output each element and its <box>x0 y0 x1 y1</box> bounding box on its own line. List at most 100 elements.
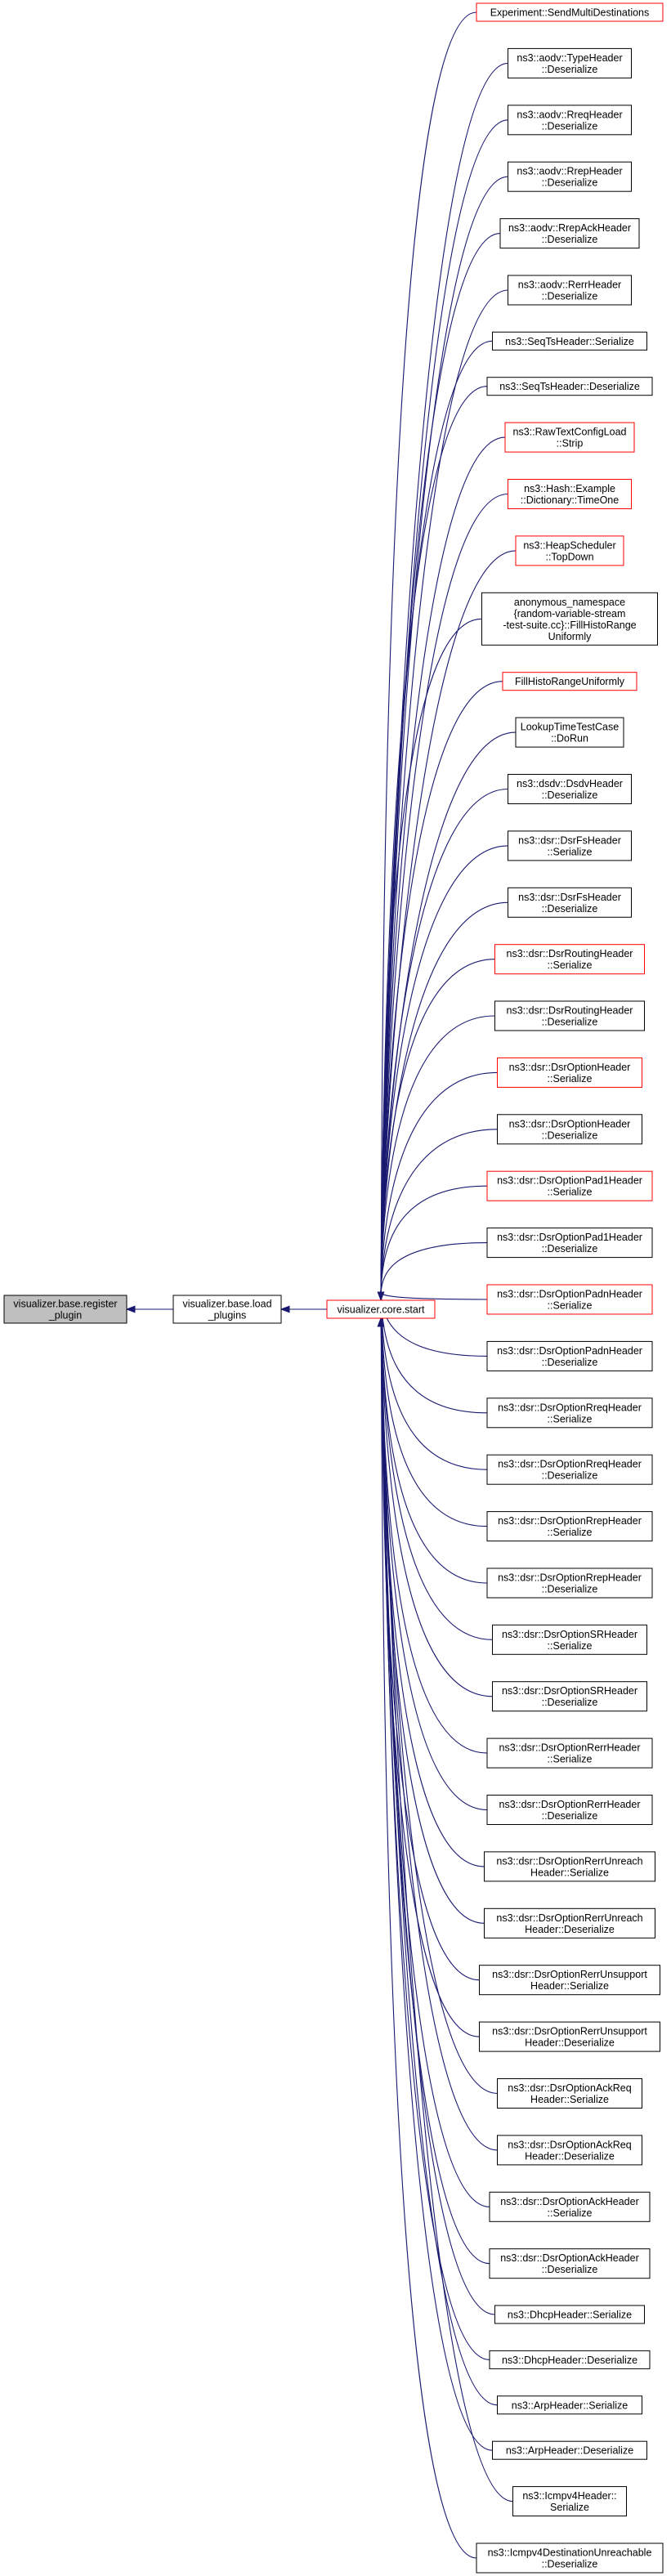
node-visualizer-base-register-plugin[interactable]: visualizer.base.register_plugin <box>3 1295 127 1324</box>
node-ns3-rawtextconfigload-strip[interactable]: ns3::RawTextConfigLoad::Strip <box>504 422 635 453</box>
node-ns3-dsr-dsrroutingheader-serialize-box[interactable] <box>494 944 645 975</box>
node-visualizer-base-load-plugins-box[interactable] <box>172 1295 282 1324</box>
node-ns3-dsr-dsrroutingheader-serialize[interactable]: ns3::dsr::DsrRoutingHeader::Serialize <box>494 944 645 975</box>
node-lookuptimetestcase-dorun[interactable]: LookupTimeTestCase::DoRun <box>515 717 624 748</box>
node-ns3-arpheader-deserialize[interactable]: ns3::ArpHeader::Deserialize <box>492 2440 647 2460</box>
node-visualizer-core-start-box[interactable] <box>326 1299 436 1319</box>
node-ns3-dsr-dsroptionpadnheader-serialize[interactable]: ns3::dsr::DsrOptionPadnHeader::Serialize <box>486 1284 653 1315</box>
node-ns3-aodv-rreqheader-deserialize-box[interactable] <box>508 105 632 136</box>
node-ns3-dsr-dsroptionrerrunreachheader-serialize-box[interactable] <box>484 1851 655 1882</box>
node-ns3-aodv-typeheader-deserialize-box[interactable] <box>508 47 632 78</box>
node-ns3-heapscheduler-topdown[interactable]: ns3::HeapScheduler::TopDown <box>515 535 624 566</box>
node-ns3-dsr-dsroptionrerrunreachheader-deserialize[interactable]: ns3::dsr::DsrOptionRerrUnreachHeader::De… <box>484 1907 655 1939</box>
node-ns3-dsr-dsroptionackreqheader-deserialize[interactable]: ns3::dsr::DsrOptionAckReqHeader::Deseria… <box>497 2135 642 2166</box>
node-ns3-seqtsheader-serialize[interactable]: ns3::SeqTsHeader::Serialize <box>492 331 647 351</box>
node-ns3-dsr-dsroptionsrheader-deserialize-box[interactable] <box>492 1681 647 1712</box>
node-ns3-dsr-dsrfsheader-deserialize-box[interactable] <box>508 887 632 918</box>
node-ns3-dsr-dsrfsheader-serialize[interactable]: ns3::dsr::DsrFsHeader::Serialize <box>508 830 632 861</box>
node-ns3-dsr-dsroptionpadnheader-serialize-box[interactable] <box>486 1284 653 1315</box>
node-ns3-dsr-dsroptionackreqheader-serialize-box[interactable] <box>497 2078 642 2109</box>
node-ns3-aodv-typeheader-deserialize[interactable]: ns3::aodv::TypeHeader::Deserialize <box>508 47 632 78</box>
node-ns3-aodv-rreqheader-deserialize[interactable]: ns3::aodv::RreqHeader::Deserialize <box>508 105 632 136</box>
node-ns3-dsr-dsrroutingheader-deserialize-box[interactable] <box>494 1000 645 1031</box>
node-ns3-dsr-dsrfsheader-serialize-box[interactable] <box>508 830 632 861</box>
node-visualizer-core-start[interactable]: visualizer.core.start <box>326 1299 436 1319</box>
node-ns3-aodv-rrepheader-deserialize[interactable]: ns3::aodv::RrepHeader::Deserialize <box>508 161 632 192</box>
node-ns3-dsr-dsrfsheader-deserialize[interactable]: ns3::dsr::DsrFsHeader::Deserialize <box>508 887 632 918</box>
node-ns3-dsr-dsrroutingheader-deserialize[interactable]: ns3::dsr::DsrRoutingHeader::Deserialize <box>494 1000 645 1031</box>
node-ns3-dsr-dsroptionrerrunsupportheader-serialize-box[interactable] <box>479 1965 660 1996</box>
node-visualizer-base-register-plugin-box[interactable] <box>3 1295 127 1324</box>
node-ns3-hash-example-dictionary-timeone[interactable]: ns3::Hash::Example::Dictionary::TimeOne <box>508 479 632 509</box>
node-ns3-dsr-dsroptionrerrunreachheader-serialize[interactable]: ns3::dsr::DsrOptionRerrUnreachHeader::Se… <box>484 1851 655 1882</box>
node-ns3-dsr-dsroptionrerrunsupportheader-deserialize[interactable]: ns3::dsr::DsrOptionRerrUnsupportHeader::… <box>479 2021 660 2052</box>
node-ns3-seqtsheader-deserialize-box[interactable] <box>486 377 653 396</box>
node-ns3-icmpv4destinationunreachable-deserialize[interactable]: ns3::Icmpv4DestinationUnreachable::Deser… <box>476 2542 664 2574</box>
node-ns3-dsr-dsroptionackheader-serialize-box[interactable] <box>489 2191 651 2222</box>
node-ns3-dsr-dsroptionrerrheader-serialize-box[interactable] <box>486 1737 653 1769</box>
node-fillhistorangeuniformly[interactable]: FillHistoRangeUniformly <box>502 672 637 691</box>
node-ns3-aodv-rrepackheader-deserialize-box[interactable] <box>499 218 640 249</box>
node-ns3-arpheader-serialize-box[interactable] <box>497 2395 642 2415</box>
node-ns3-dsr-dsroptionackheader-serialize[interactable]: ns3::dsr::DsrOptionAckHeader::Serialize <box>489 2191 651 2222</box>
node-ns3-dsr-dsroptionrrepheader-deserialize[interactable]: ns3::dsr::DsrOptionRrepHeader::Deseriali… <box>486 1568 653 1599</box>
node-ns3-dsr-dsroptionrreqheader-serialize-box[interactable] <box>486 1398 653 1429</box>
node-ns3-rawtextconfigload-strip-box[interactable] <box>504 422 635 453</box>
node-ns3-dsr-dsroptionrrepheader-serialize[interactable]: ns3::dsr::DsrOptionRrepHeader::Serialize <box>486 1511 653 1542</box>
node-ns3-dsr-dsroptionackreqheader-deserialize-box[interactable] <box>497 2135 642 2166</box>
node-ns3-hash-example-dictionary-timeone-box[interactable] <box>508 479 632 509</box>
node-ns3-aodv-rerrheader-deserialize[interactable]: ns3::aodv::RerrHeader::Deserialize <box>508 275 632 306</box>
node-ns3-dsr-dsroptionrrepheader-deserialize-box[interactable] <box>486 1568 653 1599</box>
node-ns3-dsr-dsroptionrerrunsupportheader-serialize[interactable]: ns3::dsr::DsrOptionRerrUnsupportHeader::… <box>479 1965 660 1996</box>
node-ns3-dsr-dsroptionpadnheader-deserialize[interactable]: ns3::dsr::DsrOptionPadnHeader::Deseriali… <box>486 1340 653 1371</box>
node-ns3-dsr-dsroptionpad1header-deserialize-box[interactable] <box>486 1228 653 1259</box>
node-ns3-dsr-dsroptionrerrunsupportheader-deserialize-box[interactable] <box>479 2021 660 2052</box>
node-ns3-dhcpheader-serialize-box[interactable] <box>494 2305 645 2324</box>
node-ns3-dsr-dsroptionrreqheader-deserialize-box[interactable] <box>486 1454 653 1485</box>
node-ns3-dsr-dsroptionrreqheader-deserialize[interactable]: ns3::dsr::DsrOptionRreqHeader::Deseriali… <box>486 1454 653 1485</box>
node-ns3-aodv-rrepackheader-deserialize[interactable]: ns3::aodv::RrepAckHeader::Deserialize <box>499 218 640 249</box>
node-experiment-sendmultidestinations[interactable]: Experiment::SendMultiDestinations <box>476 2 664 22</box>
node-ns3-dsr-dsroptionrreqheader-serialize[interactable]: ns3::dsr::DsrOptionRreqHeader::Serialize <box>486 1398 653 1429</box>
node-ns3-dsr-dsroptionheader-serialize-box[interactable] <box>497 1057 642 1088</box>
node-ns3-seqtsheader-deserialize[interactable]: ns3::SeqTsHeader::Deserialize <box>486 377 653 396</box>
node-experiment-sendmultidestinations-box[interactable] <box>476 2 664 22</box>
node-ns3-dsdv-dsdvheader-deserialize-box[interactable] <box>508 774 632 804</box>
node-ns3-dsr-dsroptionrerrheader-serialize[interactable]: ns3::dsr::DsrOptionRerrHeader::Serialize <box>486 1737 653 1769</box>
node-ns3-dhcpheader-serialize[interactable]: ns3::DhcpHeader::Serialize <box>494 2305 645 2324</box>
node-anonymous-namespace-random-variable-stream-test-suite-cc-fil[interactable]: anonymous_namespace{random-variable-stre… <box>481 592 658 646</box>
node-ns3-dsr-dsroptionheader-deserialize-box[interactable] <box>497 1114 642 1145</box>
node-ns3-dsr-dsroptionrerrheader-deserialize[interactable]: ns3::dsr::DsrOptionRerrHeader::Deseriali… <box>486 1795 653 1825</box>
node-ns3-dsr-dsroptionackheader-deserialize-box[interactable] <box>489 2248 651 2279</box>
node-ns3-arpheader-serialize[interactable]: ns3::ArpHeader::Serialize <box>497 2395 642 2415</box>
node-ns3-icmpv4header-serialize[interactable]: ns3::Icmpv4Header::Serialize <box>512 2486 627 2517</box>
node-ns3-dsr-dsroptionpad1header-serialize[interactable]: ns3::dsr::DsrOptionPad1Header::Serialize <box>486 1170 653 1201</box>
node-ns3-dsr-dsroptionrerrheader-deserialize-box[interactable] <box>486 1795 653 1825</box>
node-ns3-dsr-dsroptionpadnheader-deserialize-box[interactable] <box>486 1340 653 1371</box>
node-visualizer-base-load-plugins[interactable]: visualizer.base.load_plugins <box>172 1295 282 1324</box>
node-ns3-aodv-rerrheader-deserialize-box[interactable] <box>508 275 632 306</box>
node-fillhistorangeuniformly-box[interactable] <box>502 672 637 691</box>
node-ns3-icmpv4header-serialize-box[interactable] <box>512 2486 627 2517</box>
node-ns3-dsr-dsroptionsrheader-serialize[interactable]: ns3::dsr::DsrOptionSRHeader::Serialize <box>492 1624 647 1655</box>
node-ns3-dsr-dsroptionsrheader-serialize-box[interactable] <box>492 1624 647 1655</box>
node-ns3-dsr-dsroptionheader-deserialize[interactable]: ns3::dsr::DsrOptionHeader::Deserialize <box>497 1114 642 1145</box>
node-ns3-dsr-dsroptionackreqheader-serialize[interactable]: ns3::dsr::DsrOptionAckReqHeader::Seriali… <box>497 2078 642 2109</box>
node-ns3-dsr-dsroptionpad1header-deserialize[interactable]: ns3::dsr::DsrOptionPad1Header::Deseriali… <box>486 1228 653 1259</box>
node-ns3-aodv-rrepheader-deserialize-box[interactable] <box>508 161 632 192</box>
node-ns3-dsr-dsroptionackheader-deserialize[interactable]: ns3::dsr::DsrOptionAckHeader::Deserializ… <box>489 2248 651 2279</box>
node-ns3-dsr-dsroptionsrheader-deserialize[interactable]: ns3::dsr::DsrOptionSRHeader::Deserialize <box>492 1681 647 1712</box>
node-ns3-dsr-dsroptionheader-serialize[interactable]: ns3::dsr::DsrOptionHeader::Serialize <box>497 1057 642 1088</box>
node-ns3-dhcpheader-deserialize-box[interactable] <box>489 2350 651 2369</box>
node-ns3-dsr-dsroptionpad1header-serialize-box[interactable] <box>486 1170 653 1201</box>
node-lookuptimetestcase-dorun-box[interactable] <box>515 717 624 748</box>
node-ns3-dsdv-dsdvheader-deserialize[interactable]: ns3::dsdv::DsdvHeader::Deserialize <box>508 774 632 804</box>
node-ns3-dsr-dsroptionrrepheader-serialize-box[interactable] <box>486 1511 653 1542</box>
node-ns3-heapscheduler-topdown-box[interactable] <box>515 535 624 566</box>
node-anonymous-namespace-random-variable-stream-test-suite-cc-fil-box[interactable] <box>481 592 658 646</box>
node-ns3-arpheader-deserialize-box[interactable] <box>492 2440 647 2460</box>
node-ns3-dhcpheader-deserialize[interactable]: ns3::DhcpHeader::Deserialize <box>489 2350 651 2369</box>
node-ns3-icmpv4destinationunreachable-deserialize-box[interactable] <box>476 2542 664 2574</box>
node-ns3-seqtsheader-serialize-box[interactable] <box>492 331 647 351</box>
node-ns3-dsr-dsroptionrerrunreachheader-deserialize-box[interactable] <box>484 1907 655 1939</box>
